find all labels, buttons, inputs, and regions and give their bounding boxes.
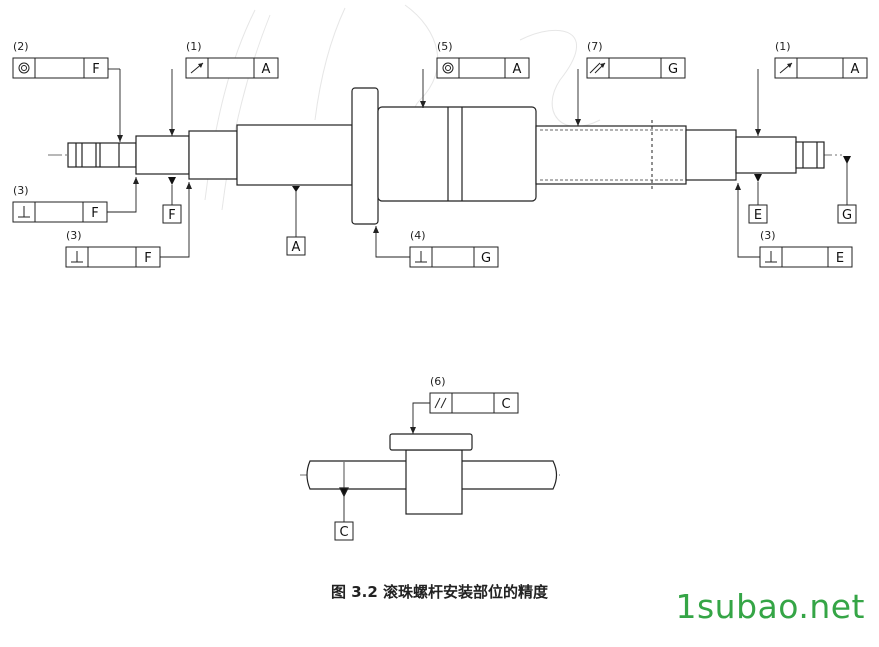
svg-text:G: G: [842, 208, 852, 223]
svg-text:C: C: [339, 525, 348, 540]
feature-control-frame: (2) F: [12, 40, 109, 79]
watermark-logo: 1subao.net: [675, 587, 865, 626]
feature-control-frame: (3) F: [65, 229, 161, 268]
datum-label-box: C: [334, 521, 354, 541]
datum-reference: C: [501, 397, 510, 412]
datum-reference: G: [481, 251, 491, 266]
feature-control-frame: (6) C: [429, 375, 519, 414]
runout-icon: [190, 62, 204, 74]
datum-reference: A: [851, 62, 860, 77]
datum-triangles: [168, 156, 851, 192]
datum-reference: A: [513, 62, 522, 77]
callout-number: (1): [775, 40, 791, 53]
figure-caption: 图 3.2 滚珠螺杆安装部位的精度: [330, 583, 549, 601]
callout-number: (5): [437, 40, 453, 53]
datum-reference: G: [668, 62, 678, 77]
callout-number: (7): [587, 40, 603, 53]
callout-number: (6): [430, 375, 446, 388]
perpendicularity-icon: [765, 251, 777, 263]
datum-label-box: G: [837, 204, 857, 224]
datum-label-box: A: [286, 236, 306, 256]
svg-text:E: E: [754, 208, 762, 223]
datum-reference: A: [262, 62, 271, 77]
callout-number: (2): [13, 40, 29, 53]
parallelism-icon: [434, 397, 447, 409]
perpendicularity-icon: [71, 251, 83, 263]
feature-control-frame: (7) G: [586, 40, 686, 79]
datum-label-box: E: [748, 204, 768, 224]
ball-screw-shaft: [67, 87, 825, 225]
callout-number: (1): [186, 40, 202, 53]
datum-reference: E: [836, 251, 844, 266]
callout-number: (3): [13, 184, 29, 197]
datum-reference: F: [91, 206, 98, 221]
feature-control-frame: (5) A: [436, 40, 530, 79]
svg-text:F: F: [168, 208, 175, 223]
perpendicularity-icon: [18, 206, 30, 218]
feature-control-frame: (3) E: [759, 229, 853, 268]
feature-control-frame: (1) A: [774, 40, 868, 79]
feature-control-frame: (1) A: [185, 40, 279, 79]
parallelism-detail: [300, 402, 560, 522]
leader-lines: [107, 68, 848, 258]
total-runout-icon: [589, 62, 606, 74]
feature-control-frame: (3) F: [12, 184, 108, 223]
callout-number: (3): [760, 229, 776, 242]
feature-control-frame: (4) G: [409, 229, 499, 268]
concentricity-icon: [18, 62, 30, 74]
runout-icon: [779, 62, 793, 74]
callout-number: (4): [410, 229, 426, 242]
datum-reference: F: [92, 62, 99, 77]
datum-label-box: F: [162, 204, 182, 224]
concentricity-icon: [442, 62, 454, 74]
datum-reference: F: [144, 251, 151, 266]
perpendicularity-icon: [415, 251, 427, 263]
callout-number: (3): [66, 229, 82, 242]
svg-text:A: A: [292, 240, 301, 255]
